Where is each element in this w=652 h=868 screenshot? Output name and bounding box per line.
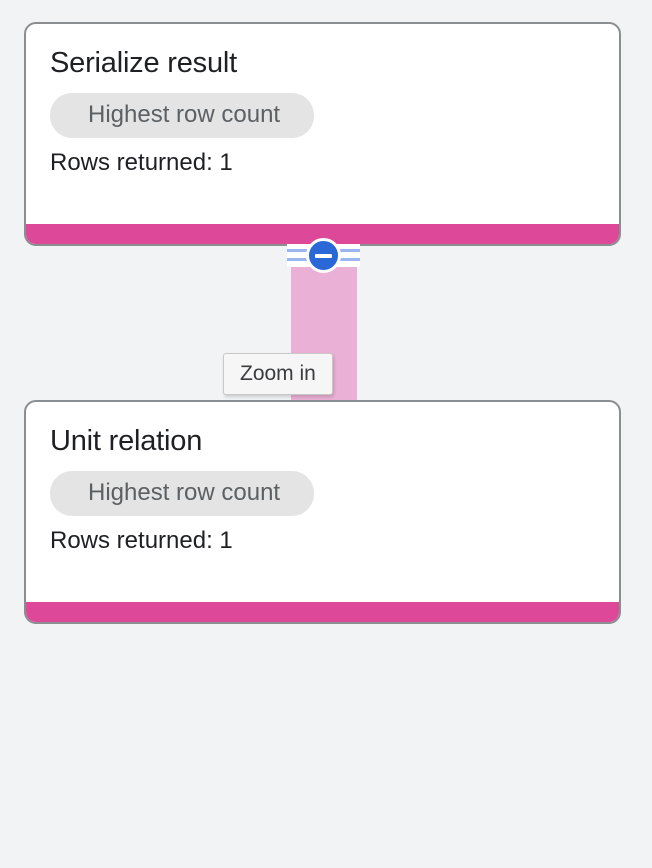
plan-node-rows-returned: Rows returned: 1 (50, 149, 233, 176)
plan-node-title: Unit relation (50, 425, 203, 457)
minus-circle-icon[interactable] (306, 238, 341, 273)
plan-node-body: Serialize result Highest row count Rows … (26, 24, 619, 224)
zoom-in-tooltip: Zoom in (223, 353, 333, 395)
plan-node-card[interactable]: Serialize result Highest row count Rows … (24, 22, 621, 246)
plan-node-rows-returned: Rows returned: 1 (50, 527, 233, 554)
plan-node-body: Unit relation Highest row count Rows ret… (26, 402, 619, 602)
plan-node-accent-bar (26, 602, 619, 622)
plan-node-title: Serialize result (50, 47, 237, 79)
plan-node-card[interactable]: Unit relation Highest row count Rows ret… (24, 400, 621, 624)
plan-node-metric-chip: Highest row count (50, 471, 315, 516)
plan-node-accent-bar (26, 224, 619, 244)
plan-node-metric-chip: Highest row count (50, 93, 315, 138)
minus-glyph (315, 253, 332, 258)
